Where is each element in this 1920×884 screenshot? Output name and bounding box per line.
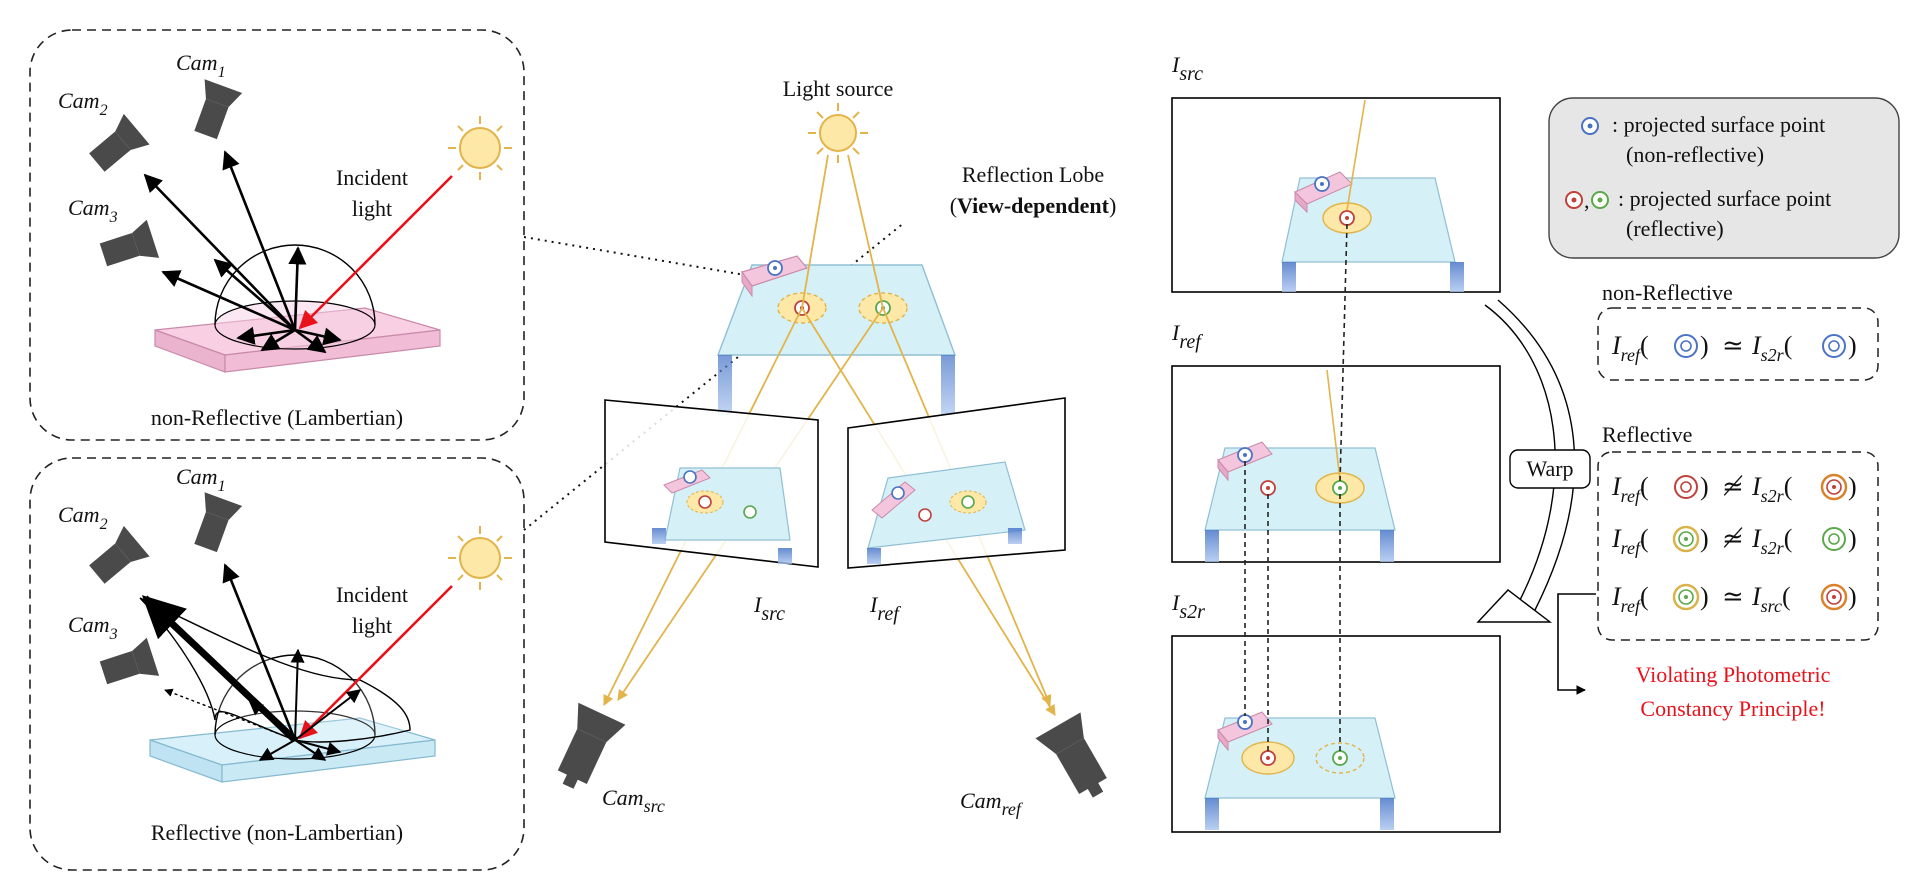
camera-3-icon [99,637,160,685]
correspondence-lines [1244,223,1348,752]
svg-text:): ) [1848,472,1857,501]
nonref-eq-box [1597,307,1879,381]
svg-text:): ) [1848,582,1857,611]
ref-eq-box [1597,451,1879,641]
cam-ref-label: Camref [960,788,1024,819]
svg-text:Is2r(: Is2r( [1751,331,1792,365]
image-plane-ref [847,397,1066,569]
panel-caption: non-Reflective (Lambertian) [151,405,403,430]
svg-text:≄: ≄ [1722,524,1744,553]
svg-text:Iref(: Iref( [1611,524,1649,558]
cam2-label: Cam2 [58,502,108,533]
warp-label: Warp [1526,456,1573,481]
equations: non-Reflective Iref( ) ≃ Is2r( ) Reflect… [1557,280,1879,695]
svg-text:): ) [1700,472,1709,501]
right-images: Isrc Iref [1171,52,1591,833]
legend-line1: : projected surface point [1612,112,1825,137]
reflection-arrows [143,150,342,354]
panel-border [29,29,525,441]
i-s2r-title: Is2r [1171,590,1205,623]
incident-light-arrow [298,175,453,330]
ref-equation-3: Iref( ) ≃ Isrc( ) [1611,582,1857,616]
camera-1-icon [194,79,243,140]
incident-label-line1: Incident [336,582,408,607]
legend-line2: (non-reflective) [1626,142,1764,167]
light-source-icon [808,103,868,163]
camera-1-icon [194,492,243,553]
violation-pointer [1557,593,1596,695]
reflective-title: Reflective [1602,422,1692,447]
i-ref-title: Iref [1171,320,1203,353]
violation-line1: Violating Photometric [1636,662,1831,687]
i-src-title: Isrc [1171,52,1203,85]
legend-box [1548,97,1900,259]
svg-text:Iref(: Iref( [1611,582,1649,616]
svg-text:): ) [1848,524,1857,553]
panel-caption: Reflective (non-Lambertian) [151,820,403,845]
img-ref-label: Iref [869,592,901,625]
incident-label-line2: light [352,613,392,638]
svg-text:Iref(: Iref( [1611,472,1649,506]
warp-arrow [1476,299,1576,623]
dotted-connectors [523,221,906,531]
view-dependent-label: (View-dependent) [950,193,1117,218]
svg-text:): ) [1848,331,1857,360]
cam1-label: Cam1 [176,464,226,495]
incident-label-line2: light [352,196,392,221]
warp-badge [1509,449,1591,489]
legend-line4: (reflective) [1626,216,1724,241]
camera-ref-icon [1035,712,1107,798]
svg-text:Isrc(: Isrc( [1751,582,1791,616]
cam3-label: Cam3 [68,195,118,226]
panel-non-reflective: Cam1 Cam2 Cam3 Incident light non-Reflec… [29,29,525,441]
svg-text:): ) [1700,524,1709,553]
sun-icon [448,116,512,180]
incident-light-arrow [298,585,453,740]
svg-text:Is2r(: Is2r( [1751,524,1792,558]
center-scene: Light source Reflection Lobe (View-depen… [557,76,1117,819]
camera-2-icon [89,525,150,584]
img-src-label: Isrc [753,592,785,625]
panel-reflective: Cam1 Cam2 Cam3 Incident light Reflective… [29,457,525,871]
legend-comma: , [1584,188,1590,213]
cam1-label: Cam1 [176,50,226,81]
legend: : projected surface point (non-reflectiv… [1548,97,1900,259]
svg-text:): ) [1700,582,1709,611]
cam2-label: Cam2 [58,88,108,119]
svg-text:Iref(: Iref( [1611,331,1649,365]
camera-3-icon [99,219,160,267]
reflection-lobe-label: Reflection Lobe [962,162,1104,187]
violation-line2: Constancy Principle! [1640,696,1825,721]
ref-equation-1: Iref( ) ≄ Is2r( ) [1611,472,1857,506]
image-plane-src [604,399,819,568]
non-reflective-title: non-Reflective [1602,280,1733,305]
camera-src-icon [557,702,626,789]
ref-equation-2: Iref( ) ≄ Is2r( ) [1611,524,1857,558]
svg-text:≃: ≃ [1722,331,1744,360]
cam-src-label: Camsrc [602,785,665,816]
camera-2-icon [89,113,150,172]
reflection-arrows [141,563,362,761]
sun-icon [448,526,512,590]
nonref-equation: Iref( ) ≃ Is2r( ) [1611,331,1857,365]
svg-text:≃: ≃ [1722,582,1744,611]
scene-s2r [1204,711,1396,830]
light-source-label: Light source [783,76,894,101]
incident-label-line1: Incident [336,165,408,190]
svg-text:≄: ≄ [1722,472,1744,501]
table [716,255,957,415]
svg-text:): ) [1700,331,1709,360]
legend-line3: : projected surface point [1618,186,1831,211]
svg-text:Is2r(: Is2r( [1751,472,1792,506]
cam3-label: Cam3 [68,612,118,643]
